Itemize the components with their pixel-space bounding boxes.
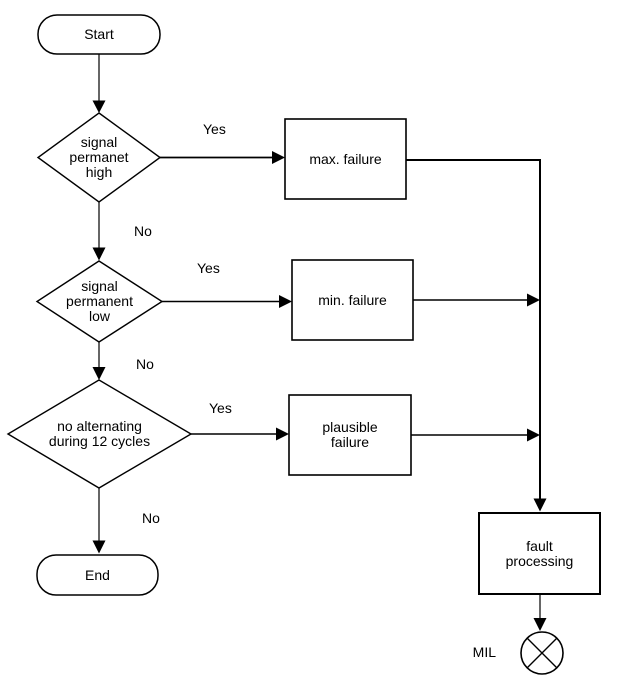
- decision-signal-low-line1: signal: [81, 278, 118, 294]
- decision-signal-high-line3: high: [85, 164, 113, 180]
- arrowhead-into-mil: [533, 618, 547, 631]
- decision-signal-high-label: signal permanet high: [38, 113, 160, 202]
- decision-signal-low-line2: permanent: [66, 293, 133, 309]
- start-node-shape: [37, 14, 161, 55]
- arrowhead-into-fault-processing: [533, 498, 547, 512]
- decision2-no-label: No: [136, 356, 154, 372]
- decision-no-alternating-shape: [6, 379, 193, 489]
- end-label: End: [85, 566, 110, 583]
- mil-label: MIL: [472, 644, 496, 660]
- decision-signal-high-line1: signal: [80, 134, 118, 150]
- decision-no-alternating-label: no alternating during 12 cycles: [8, 380, 191, 488]
- arrowhead-into-min-failure: [279, 295, 292, 308]
- process-fault-processing-line1: fault: [526, 537, 553, 554]
- decision3-no-label: No: [142, 510, 160, 526]
- decision-no-alternating-line2: during 12 cycles: [48, 433, 151, 449]
- decision1-yes-label: Yes: [203, 121, 226, 137]
- decision-signal-low-shape: [35, 260, 164, 343]
- arrowhead-into-max-failure: [272, 151, 285, 164]
- decision-signal-low-label: signal permanent low: [37, 261, 162, 342]
- process-plausible-failure-line1: plausible: [322, 419, 378, 435]
- edge-trunk-to-fault-processing: [406, 159, 541, 499]
- process-min-failure-shape: [291, 259, 414, 341]
- process-fault-processing-shape: [478, 512, 601, 595]
- arrowhead-into-decision2: [92, 247, 106, 261]
- decision-signal-low-line3: low: [88, 308, 110, 324]
- arrowhead-min-failure-trunk: [527, 293, 540, 307]
- start-label: Start: [84, 26, 114, 42]
- decision-no-alternating-line1: no alternating: [57, 418, 142, 434]
- process-fault-processing-line2: processing: [505, 552, 574, 569]
- process-plausible-failure-label: plausible failure: [289, 395, 411, 475]
- decision-signal-high-shape: [36, 112, 162, 203]
- decision3-yes-label: Yes: [209, 400, 232, 416]
- mil-lamp-icon: [520, 631, 564, 675]
- process-plausible-failure-line2: failure: [330, 434, 370, 450]
- process-min-failure-label: min. failure: [318, 291, 387, 308]
- process-fault-processing-label: fault processing: [479, 513, 600, 594]
- process-plausible-failure-shape: [288, 394, 412, 476]
- process-max-failure-shape: [284, 118, 407, 200]
- process-max-failure-label: max. failure: [309, 150, 382, 167]
- decision-signal-high-line2: permanet: [69, 149, 129, 165]
- arrowhead-into-plausible-failure: [276, 427, 289, 441]
- end-node-shape: [36, 554, 159, 596]
- arrowhead-plausible-failure-trunk: [527, 428, 540, 442]
- decision1-no-label: No: [134, 223, 152, 239]
- decision2-yes-label: Yes: [197, 260, 220, 276]
- arrowhead-into-decision1: [92, 100, 106, 113]
- arrowhead-into-end: [92, 540, 106, 554]
- arrowhead-into-decision3: [92, 367, 106, 380]
